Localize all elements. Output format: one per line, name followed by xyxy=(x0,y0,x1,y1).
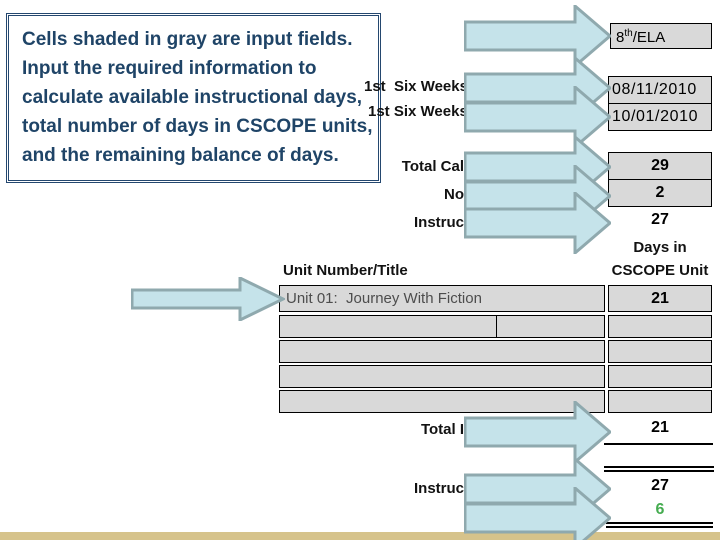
arrow-to-remaining-balance-icon xyxy=(464,487,611,540)
unit-row-days-cell[interactable] xyxy=(608,365,712,388)
begin-date-value: 08/11/2010 xyxy=(612,81,697,98)
unit-row-title xyxy=(280,366,604,370)
six-weeks-begin-label: 1st Six Weeks xyxy=(364,78,468,95)
unit-row-days-cell[interactable]: 21 xyxy=(608,285,712,312)
instructions-line: Cells shaded in gray are input fields. xyxy=(22,29,353,50)
unit-row-days-cell[interactable] xyxy=(608,340,712,363)
unit-row-title-cell[interactable] xyxy=(279,315,605,338)
end-date-input-cell[interactable]: 10/01/2010 xyxy=(608,103,712,131)
days-column-header-line2: CSCOPE Unit xyxy=(611,262,709,279)
unit-row-title-cell[interactable] xyxy=(279,390,605,413)
subject-input-cell[interactable]: 8th/ELA xyxy=(610,23,712,49)
arrow-to-end-date-icon xyxy=(464,86,611,148)
total-calendar-days-value: 29 xyxy=(651,157,669,174)
unit-row-days-cell[interactable] xyxy=(608,315,712,338)
bottom-accent-bar xyxy=(0,532,720,540)
unit-row-days-cell[interactable] xyxy=(608,390,712,413)
total-days-value: 21 xyxy=(651,419,669,436)
six-weeks-end-label: 1st Six Weeks xyxy=(368,103,468,120)
arrow-to-total-days-icon xyxy=(464,401,611,463)
instructional-days-available-value: 27 xyxy=(651,477,669,494)
instructional-days-label: Instruc xyxy=(413,214,464,231)
unit-title-column-header: Unit Number/Title xyxy=(283,262,408,279)
instructions-line: and the remaining balance of days. xyxy=(22,145,339,166)
unit-row-title xyxy=(280,391,604,395)
end-date-value: 10/01/2010 xyxy=(612,108,699,125)
days-column-header-line1: Days in xyxy=(633,239,687,256)
unit-row-title: Unit 01: Journey With Fiction xyxy=(286,290,482,307)
instructions-line: calculate available instructional days, xyxy=(22,87,363,108)
total-calendar-days-cell[interactable]: 29 xyxy=(608,152,712,180)
begin-date-input-cell[interactable]: 08/11/2010 xyxy=(608,76,712,104)
instructional-days-value: 27 xyxy=(651,211,669,228)
instructions-line: Input the required information to xyxy=(22,58,317,79)
non-instructional-days-label: No xyxy=(444,186,464,203)
unit-row-title xyxy=(280,316,604,320)
unit-row-title-cell[interactable] xyxy=(279,365,605,388)
instructions-box: Cells shaded in gray are input fields. I… xyxy=(6,13,381,183)
arrow-to-instructional-days-icon xyxy=(464,192,611,254)
unit-row-title xyxy=(280,341,604,345)
double-underline xyxy=(606,522,713,528)
remaining-balance-value: 6 xyxy=(655,501,665,518)
double-rule xyxy=(604,466,714,472)
unit-row-title-cell[interactable]: Unit 01: Journey With Fiction xyxy=(279,285,605,312)
arrow-to-subject-icon xyxy=(464,5,611,67)
arrow-to-unit-row-icon xyxy=(131,277,285,321)
non-instructional-days-cell[interactable]: 2 xyxy=(608,179,712,207)
cell-divider xyxy=(496,316,497,337)
non-instructional-days-value: 2 xyxy=(655,184,665,201)
subject-value: 8th/ELA xyxy=(616,28,666,46)
instructions-line: total number of days in CSCOPE units, xyxy=(22,116,373,137)
unit-row-days-value: 21 xyxy=(651,290,669,307)
total-days-label: Total I xyxy=(420,421,464,438)
instructional-days-available-label: Instruc xyxy=(413,480,464,497)
single-rule xyxy=(604,443,713,445)
total-calendar-days-label: Total Cal xyxy=(401,158,464,175)
unit-row-title-cell[interactable] xyxy=(279,340,605,363)
